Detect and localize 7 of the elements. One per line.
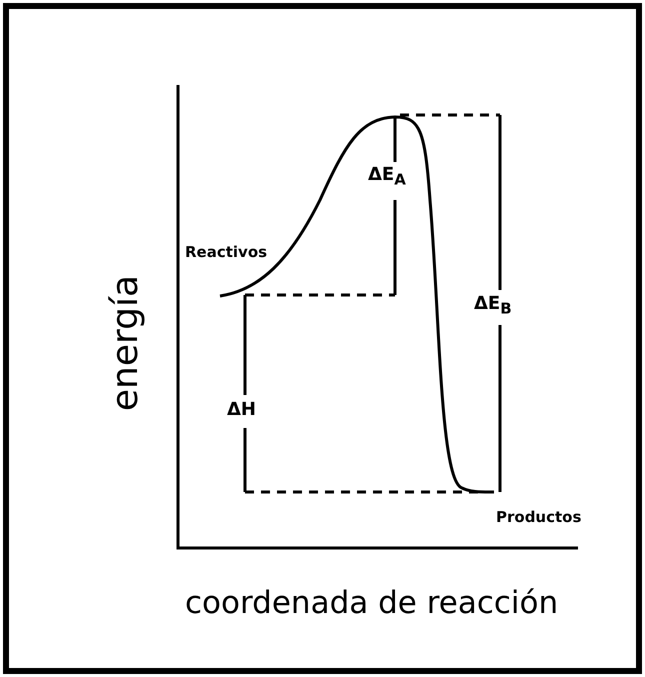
curve-label: Productos: [496, 510, 582, 525]
dimension-label: ΔE$_{B}$: [474, 295, 512, 317]
dimension-label: ΔE$_{A}$: [368, 166, 406, 188]
axis-title: energía: [108, 274, 144, 412]
dimension-label: ΔH: [227, 401, 256, 419]
axis-title: coordenada de reacción: [185, 588, 558, 619]
curve-label: Reactivos: [185, 245, 268, 260]
